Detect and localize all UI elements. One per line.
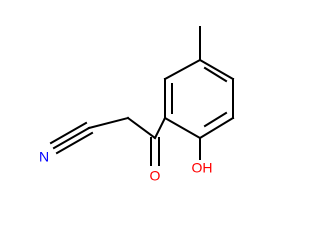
ring-inner-double-2 [203,66,228,83]
ring-bond-2 [163,58,202,81]
nitrile-triple-bond-line-3 [55,131,94,155]
n-label-mask [36,149,52,167]
ring-bond-6 [163,116,202,140]
molecule-drawing: N O OH [36,26,235,184]
ring-bond-5 [198,116,235,140]
nitrile-triple-bond-line-1 [52,126,91,150]
carbonyl-to-ring-bond [153,116,167,140]
ch2-to-carbonyl-bond [126,116,157,140]
structure-canvas: N O OH [36,26,235,184]
ring-bond-3 [198,58,235,81]
hydroxyl-atom-label: OH [192,160,213,176]
nitrile-to-ch2-bond [87,116,130,130]
carbonyl-oxygen-atom-label: O [150,168,161,184]
ring-inner-double-3 [203,111,228,128]
o-label-mask [147,166,163,184]
nitrile-triple-bond-line-2 [49,121,88,145]
oh-label-mask [188,160,216,178]
nitrogen-atom-label: N [39,149,49,165]
